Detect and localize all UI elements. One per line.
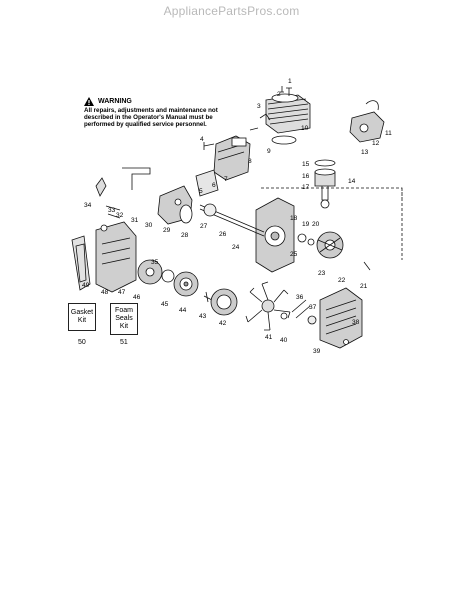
fitting-drawing bbox=[307, 315, 317, 325]
callout-15: 15 bbox=[302, 161, 310, 168]
muffler-drawing bbox=[213, 135, 251, 181]
callout-31: 31 bbox=[131, 217, 139, 224]
callout-35: 35 bbox=[151, 259, 159, 266]
warning-text: All repairs, adjustments and maintenance… bbox=[84, 107, 218, 129]
callout-2: 2 bbox=[277, 91, 281, 98]
callout-11: 11 bbox=[385, 130, 392, 137]
foam-seals-kit-label: Foam Seals Kit bbox=[115, 307, 133, 330]
callout-28: 28 bbox=[181, 232, 189, 239]
warning-triangle-icon bbox=[84, 96, 94, 106]
warning-title: WARNING bbox=[98, 97, 132, 105]
watermark-text: AppliancePartsPros.com bbox=[163, 4, 300, 18]
callout-43: 43 bbox=[199, 313, 207, 320]
ground-wire-drawing bbox=[122, 167, 151, 190]
callout-29: 29 bbox=[163, 227, 171, 234]
crank-counterweight-drawing bbox=[203, 203, 217, 217]
callout-25: 25 bbox=[290, 251, 298, 258]
callout-8: 8 bbox=[248, 158, 252, 165]
callout-34: 34 bbox=[84, 202, 92, 209]
callout-23: 23 bbox=[318, 270, 326, 277]
callout-20: 20 bbox=[312, 221, 320, 228]
callout-26: 26 bbox=[219, 231, 227, 238]
callout-49: 49 bbox=[82, 282, 90, 289]
screw-8-drawing bbox=[249, 127, 259, 131]
callout-39: 39 bbox=[313, 348, 321, 355]
starter-pulley-drawing bbox=[137, 259, 163, 285]
screw-drawing bbox=[203, 291, 213, 303]
callout-30: 30 bbox=[145, 222, 153, 229]
switch-drawing bbox=[95, 177, 107, 197]
callout-44: 44 bbox=[179, 307, 187, 314]
callout-47: 47 bbox=[118, 289, 126, 296]
callout-41: 41 bbox=[265, 334, 273, 341]
tube-drawing bbox=[291, 299, 311, 319]
callout-38: 38 bbox=[352, 319, 360, 326]
warning-notice: WARNING All repairs, adjustments and mai… bbox=[84, 96, 230, 128]
callout-4: 4 bbox=[200, 136, 204, 143]
piston-drawing bbox=[314, 159, 336, 209]
nut-drawing bbox=[280, 312, 288, 320]
callout-5: 5 bbox=[199, 188, 203, 195]
clip-drawing bbox=[363, 261, 371, 271]
callout-3: 3 bbox=[257, 103, 261, 110]
callout-18: 18 bbox=[290, 215, 298, 222]
callout-42: 42 bbox=[219, 320, 227, 327]
callout-19: 19 bbox=[302, 221, 310, 228]
cylinder-gasket-drawing bbox=[271, 135, 297, 145]
screw-4-drawing bbox=[203, 142, 215, 150]
callout-1: 1 bbox=[288, 78, 292, 85]
gasket-kit-number: 50 bbox=[78, 339, 86, 346]
blower-cover-drawing bbox=[319, 287, 363, 349]
part-drawings bbox=[71, 86, 403, 349]
callout-33: 33 bbox=[108, 207, 116, 214]
handle-drawing bbox=[71, 235, 91, 291]
carburetor-drawing bbox=[349, 100, 385, 143]
dashed-leader-lines bbox=[261, 187, 403, 260]
warning-title-row: WARNING bbox=[84, 96, 230, 106]
cylinder-drawing bbox=[265, 86, 311, 134]
muffler-plate-drawing bbox=[195, 169, 219, 197]
callout-13: 13 bbox=[361, 149, 369, 156]
callout-9: 9 bbox=[267, 148, 271, 155]
callout-12: 12 bbox=[372, 140, 380, 147]
callout-36: 36 bbox=[296, 294, 304, 301]
starter-ring-drawing bbox=[210, 288, 238, 316]
callout-48: 48 bbox=[101, 289, 109, 296]
callout-37: 37 bbox=[309, 304, 317, 311]
foam-seals-kit-box: Foam Seals Kit bbox=[110, 303, 138, 335]
callout-22: 22 bbox=[338, 277, 346, 284]
seal-drawing bbox=[307, 238, 315, 246]
callout-46: 46 bbox=[133, 294, 141, 301]
o-ring-drawing bbox=[179, 204, 193, 224]
recoil-spring-drawing bbox=[173, 271, 199, 297]
flywheel-drawing bbox=[316, 231, 344, 259]
callout-numbers: 1 2 3 4 5 6 7 8 9 10 11 12 13 14 15 16 1… bbox=[82, 78, 392, 355]
callout-40: 40 bbox=[280, 337, 288, 344]
bearing-drawing bbox=[297, 233, 307, 243]
callout-16: 16 bbox=[302, 173, 310, 180]
impeller-drawing bbox=[245, 281, 291, 331]
gasket-kit-box: Gasket Kit bbox=[68, 303, 96, 331]
callout-6: 6 bbox=[212, 182, 216, 189]
callout-24: 24 bbox=[232, 244, 240, 251]
blower-housing-drawing bbox=[95, 221, 137, 293]
callout-14: 14 bbox=[348, 178, 356, 185]
spark-plug-drawing bbox=[286, 87, 292, 96]
callout-17: 17 bbox=[302, 184, 310, 191]
cover-screw-drawing bbox=[343, 339, 349, 345]
callout-7: 7 bbox=[224, 176, 228, 183]
screw-3-drawing bbox=[259, 113, 271, 121]
crankcase-drawing bbox=[255, 197, 295, 273]
gasket-kit-label: Gasket Kit bbox=[70, 309, 94, 324]
callout-32: 32 bbox=[116, 212, 124, 219]
callout-21: 21 bbox=[360, 283, 368, 290]
callout-27: 27 bbox=[200, 223, 208, 230]
leader-32-33 bbox=[105, 205, 121, 219]
callout-10: 10 bbox=[301, 125, 309, 132]
washer-drawing bbox=[161, 269, 175, 283]
callout-45: 45 bbox=[161, 301, 169, 308]
foam-seals-kit-number: 51 bbox=[120, 339, 128, 346]
